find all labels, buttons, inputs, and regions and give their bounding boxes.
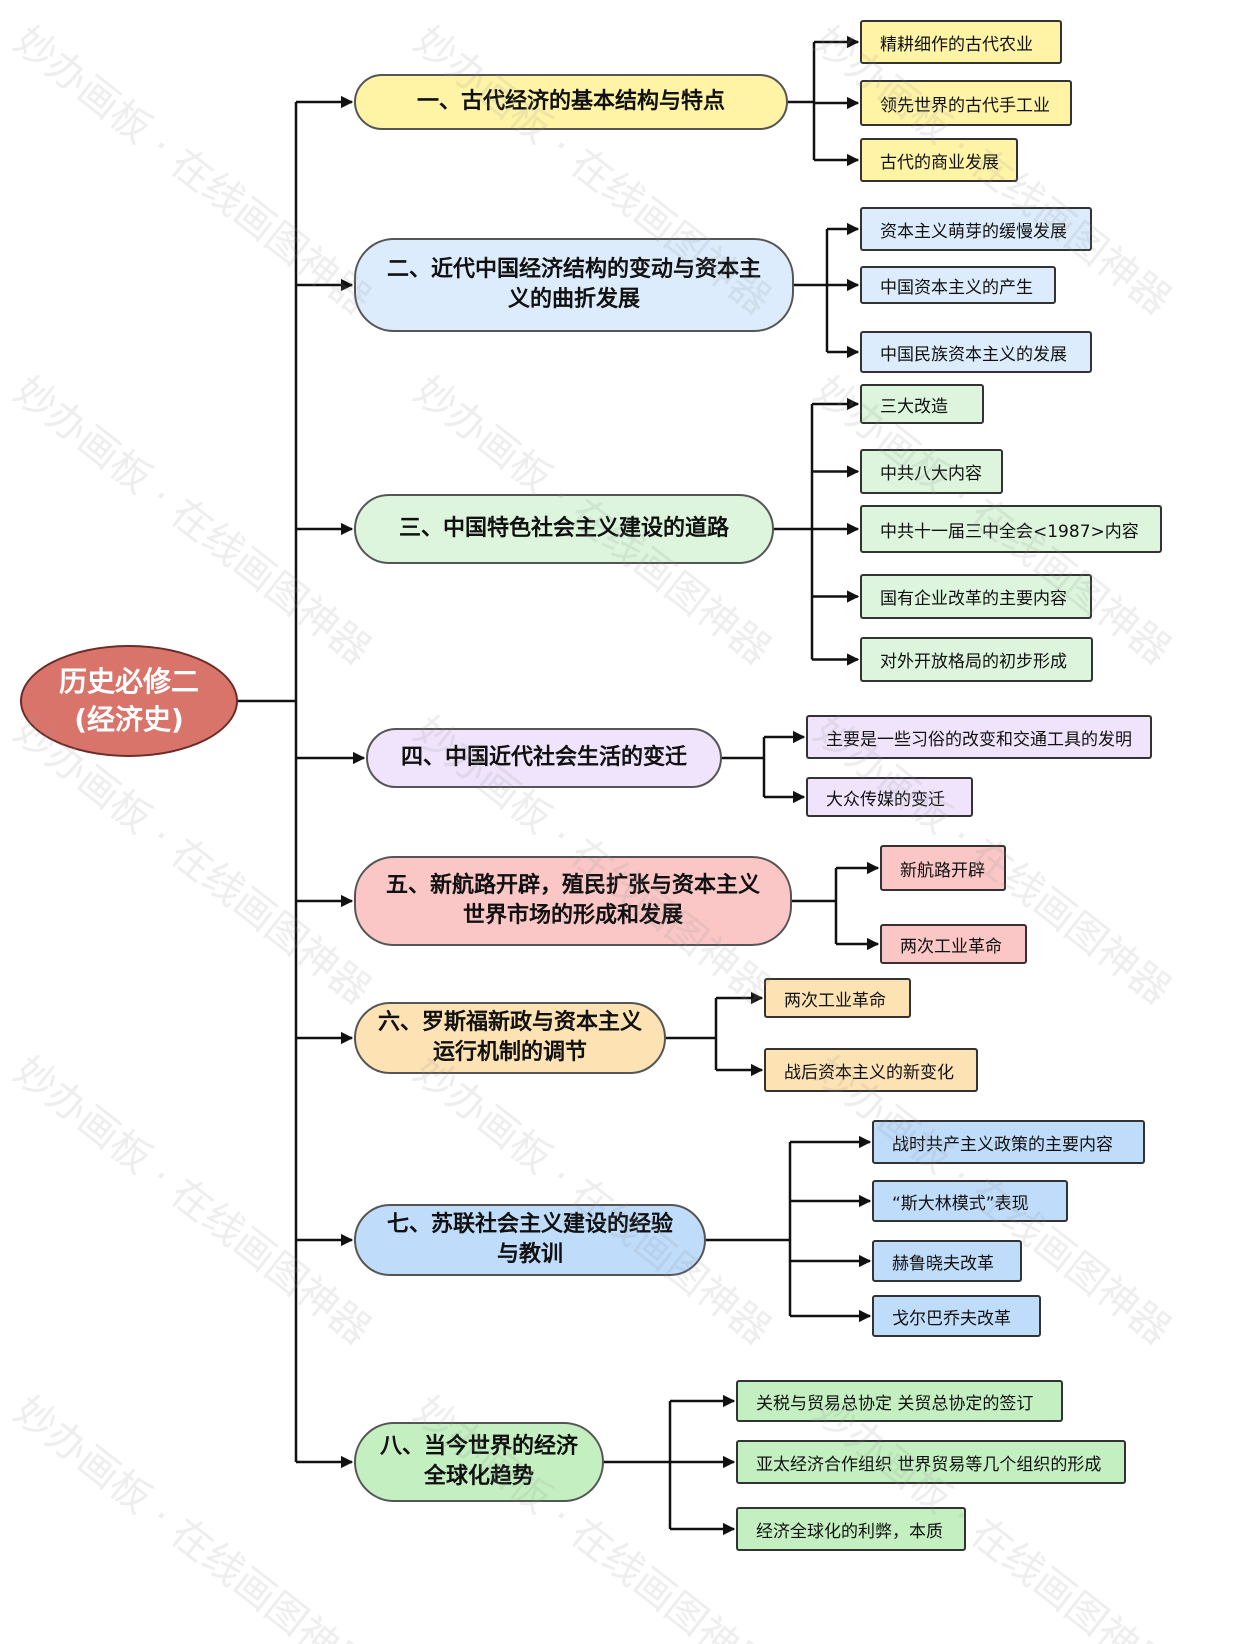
leaf-label: 新航路开辟 — [900, 860, 985, 881]
leaf-node[interactable]: “斯大林模式”表现 — [872, 1180, 1068, 1222]
leaf-label: 中共八大内容 — [880, 464, 982, 484]
leaf-label: 领先世界的古代手工业 — [880, 95, 1050, 116]
leaf-label: 大众传媒的变迁 — [826, 789, 945, 810]
leaf-node[interactable]: 两次工业革命 — [764, 978, 911, 1018]
leaf-node[interactable]: 中共十一届三中全会<1987>内容 — [860, 505, 1162, 553]
leaf-label: 中共十一届三中全会<1987>内容 — [880, 521, 1139, 542]
leaf-node[interactable]: 领先世界的古代手工业 — [860, 80, 1072, 126]
leaf-node[interactable]: 三大改造 — [860, 384, 984, 424]
branch-label: 三、中国特色社会主义建设的道路 — [398, 516, 729, 541]
root-topic-node[interactable]: 历史必修二 (经济史) — [20, 645, 238, 757]
branch-label: 二、近代中国经济结构的变动与资本主 义的曲折发展 — [386, 257, 761, 312]
leaf-label: 主要是一些习俗的改变和交通工具的发明 — [826, 729, 1132, 750]
branch-node-1[interactable]: 一、古代经济的基本结构与特点 — [354, 74, 788, 130]
leaf-node[interactable]: 大众传媒的变迁 — [806, 777, 973, 817]
leaf-label: 亚太经济合作组织 世界贸易等几个组织的形成 — [756, 1454, 1102, 1475]
leaf-node[interactable]: 关税与贸易总协定 关贸总协定的签订 — [736, 1380, 1063, 1422]
branch-node-2[interactable]: 二、近代中国经济结构的变动与资本主 义的曲折发展 — [354, 238, 794, 332]
branch-label: 八、当今世界的经济 全球化趋势 — [379, 1434, 578, 1489]
root-topic-label: 历史必修二 (经济史) — [58, 665, 199, 736]
branch-label: 一、古代经济的基本结构与特点 — [416, 89, 725, 114]
branch-node-4[interactable]: 四、中国近代社会生活的变迁 — [366, 728, 722, 788]
leaf-node[interactable]: 精耕细作的古代农业 — [860, 20, 1062, 64]
leaf-node[interactable]: 经济全球化的利弊，本质 — [736, 1507, 966, 1551]
leaf-label: 中国资本主义的产生 — [880, 277, 1033, 298]
leaf-label: 精耕细作的古代农业 — [880, 34, 1033, 55]
leaf-label: 资本主义萌芽的缓慢发展 — [880, 221, 1067, 242]
branch-label: 五、新航路开辟，殖民扩张与资本主义 世界市场的形成和发展 — [385, 873, 760, 928]
leaf-label: 赫鲁晓夫改革 — [892, 1253, 994, 1274]
leaf-label: 两次工业革命 — [784, 990, 886, 1011]
leaf-node[interactable]: 新航路开辟 — [880, 845, 1006, 891]
leaf-node[interactable]: 国有企业改革的主要内容 — [860, 574, 1092, 619]
leaf-node[interactable]: 中国资本主义的产生 — [860, 266, 1056, 304]
leaf-label: 国有企业改革的主要内容 — [880, 589, 1067, 609]
leaf-label: 关税与贸易总协定 关贸总协定的签订 — [756, 1393, 1034, 1414]
leaf-node[interactable]: 战时共产主义政策的主要内容 — [872, 1120, 1145, 1164]
leaf-label: 戈尔巴乔夫改革 — [892, 1308, 1011, 1329]
branch-label: 六、罗斯福新政与资本主义 运行机制的调节 — [377, 1010, 642, 1065]
leaf-label: 战时共产主义政策的主要内容 — [892, 1134, 1113, 1155]
branch-node-5[interactable]: 五、新航路开辟，殖民扩张与资本主义 世界市场的形成和发展 — [354, 856, 792, 946]
leaf-label: 两次工业革命 — [900, 936, 1002, 957]
branch-node-6[interactable]: 六、罗斯福新政与资本主义 运行机制的调节 — [354, 1002, 666, 1074]
leaf-node[interactable]: 古代的商业发展 — [860, 138, 1018, 182]
leaf-node[interactable]: 亚太经济合作组织 世界贸易等几个组织的形成 — [736, 1440, 1126, 1484]
leaf-label: “斯大林模式”表现 — [892, 1193, 1029, 1214]
leaf-label: 战后资本主义的新变化 — [784, 1062, 954, 1083]
leaf-label: 对外开放格局的初步形成 — [880, 652, 1067, 672]
leaf-node[interactable]: 中国民族资本主义的发展 — [860, 331, 1092, 373]
leaf-label: 三大改造 — [880, 396, 948, 417]
leaf-node[interactable]: 资本主义萌芽的缓慢发展 — [860, 207, 1092, 251]
branch-label: 四、中国近代社会生活的变迁 — [400, 745, 687, 770]
branch-label: 七、苏联社会主义建设的经验 与教训 — [386, 1212, 673, 1267]
leaf-label: 经济全球化的利弊，本质 — [756, 1521, 943, 1542]
leaf-label: 中国民族资本主义的发展 — [880, 344, 1067, 365]
leaf-node[interactable]: 两次工业革命 — [880, 924, 1027, 964]
leaf-node[interactable]: 对外开放格局的初步形成 — [860, 637, 1093, 682]
leaf-node[interactable]: 戈尔巴乔夫改革 — [872, 1295, 1041, 1337]
branch-node-7[interactable]: 七、苏联社会主义建设的经验 与教训 — [354, 1204, 706, 1276]
branch-node-3[interactable]: 三、中国特色社会主义建设的道路 — [354, 494, 774, 564]
leaf-label: 古代的商业发展 — [880, 152, 999, 173]
leaf-node[interactable]: 主要是一些习俗的改变和交通工具的发明 — [806, 715, 1152, 759]
leaf-node[interactable]: 战后资本主义的新变化 — [764, 1048, 978, 1092]
branch-node-8[interactable]: 八、当今世界的经济 全球化趋势 — [354, 1422, 604, 1502]
leaf-node[interactable]: 中共八大内容 — [860, 449, 1003, 494]
leaf-node[interactable]: 赫鲁晓夫改革 — [872, 1240, 1022, 1282]
